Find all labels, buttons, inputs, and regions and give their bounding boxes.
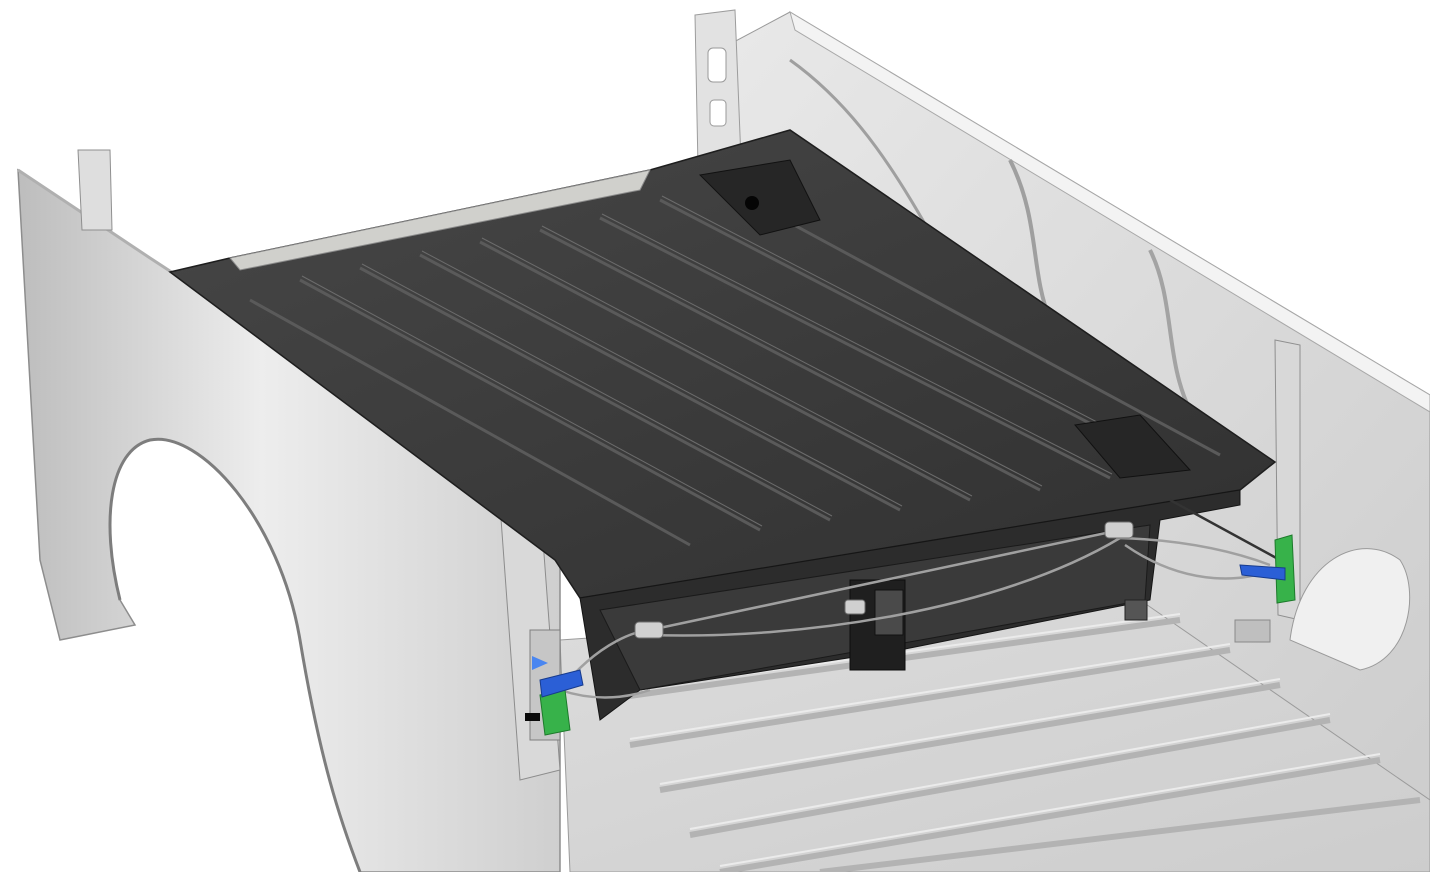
left-latch-black-bolt <box>525 713 540 721</box>
left-wheel-arch-lip <box>108 437 362 872</box>
bedside-stamp-curve-2 <box>1008 159 1052 321</box>
tailgate-pocket-top <box>698 159 821 236</box>
cable-fittings <box>634 521 1134 639</box>
front-pillar-slot <box>707 47 727 83</box>
left-cab-post <box>77 149 113 231</box>
left-latch-blue <box>539 669 584 698</box>
left-latch-blue-marker <box>532 656 548 670</box>
bed-floor-plate <box>1234 619 1271 643</box>
center-latch-housing <box>874 589 904 636</box>
bedside-stamp-curve-3 <box>1148 249 1192 411</box>
tailgate-rib-highlights <box>301 195 1173 527</box>
tailgate-pocket-hole <box>745 196 759 210</box>
right-wheelwell-bump <box>1289 548 1411 671</box>
tailgate-ribs <box>249 183 1221 547</box>
tailgate-pocket-right <box>1074 414 1192 479</box>
tailgate-front-edge <box>229 169 651 271</box>
right-latch-blue <box>1239 564 1286 581</box>
front-pillar-slot-2 <box>709 99 727 127</box>
right-support-bracket <box>1124 599 1148 621</box>
right-bedside-rail-lip <box>789 10 1430 413</box>
